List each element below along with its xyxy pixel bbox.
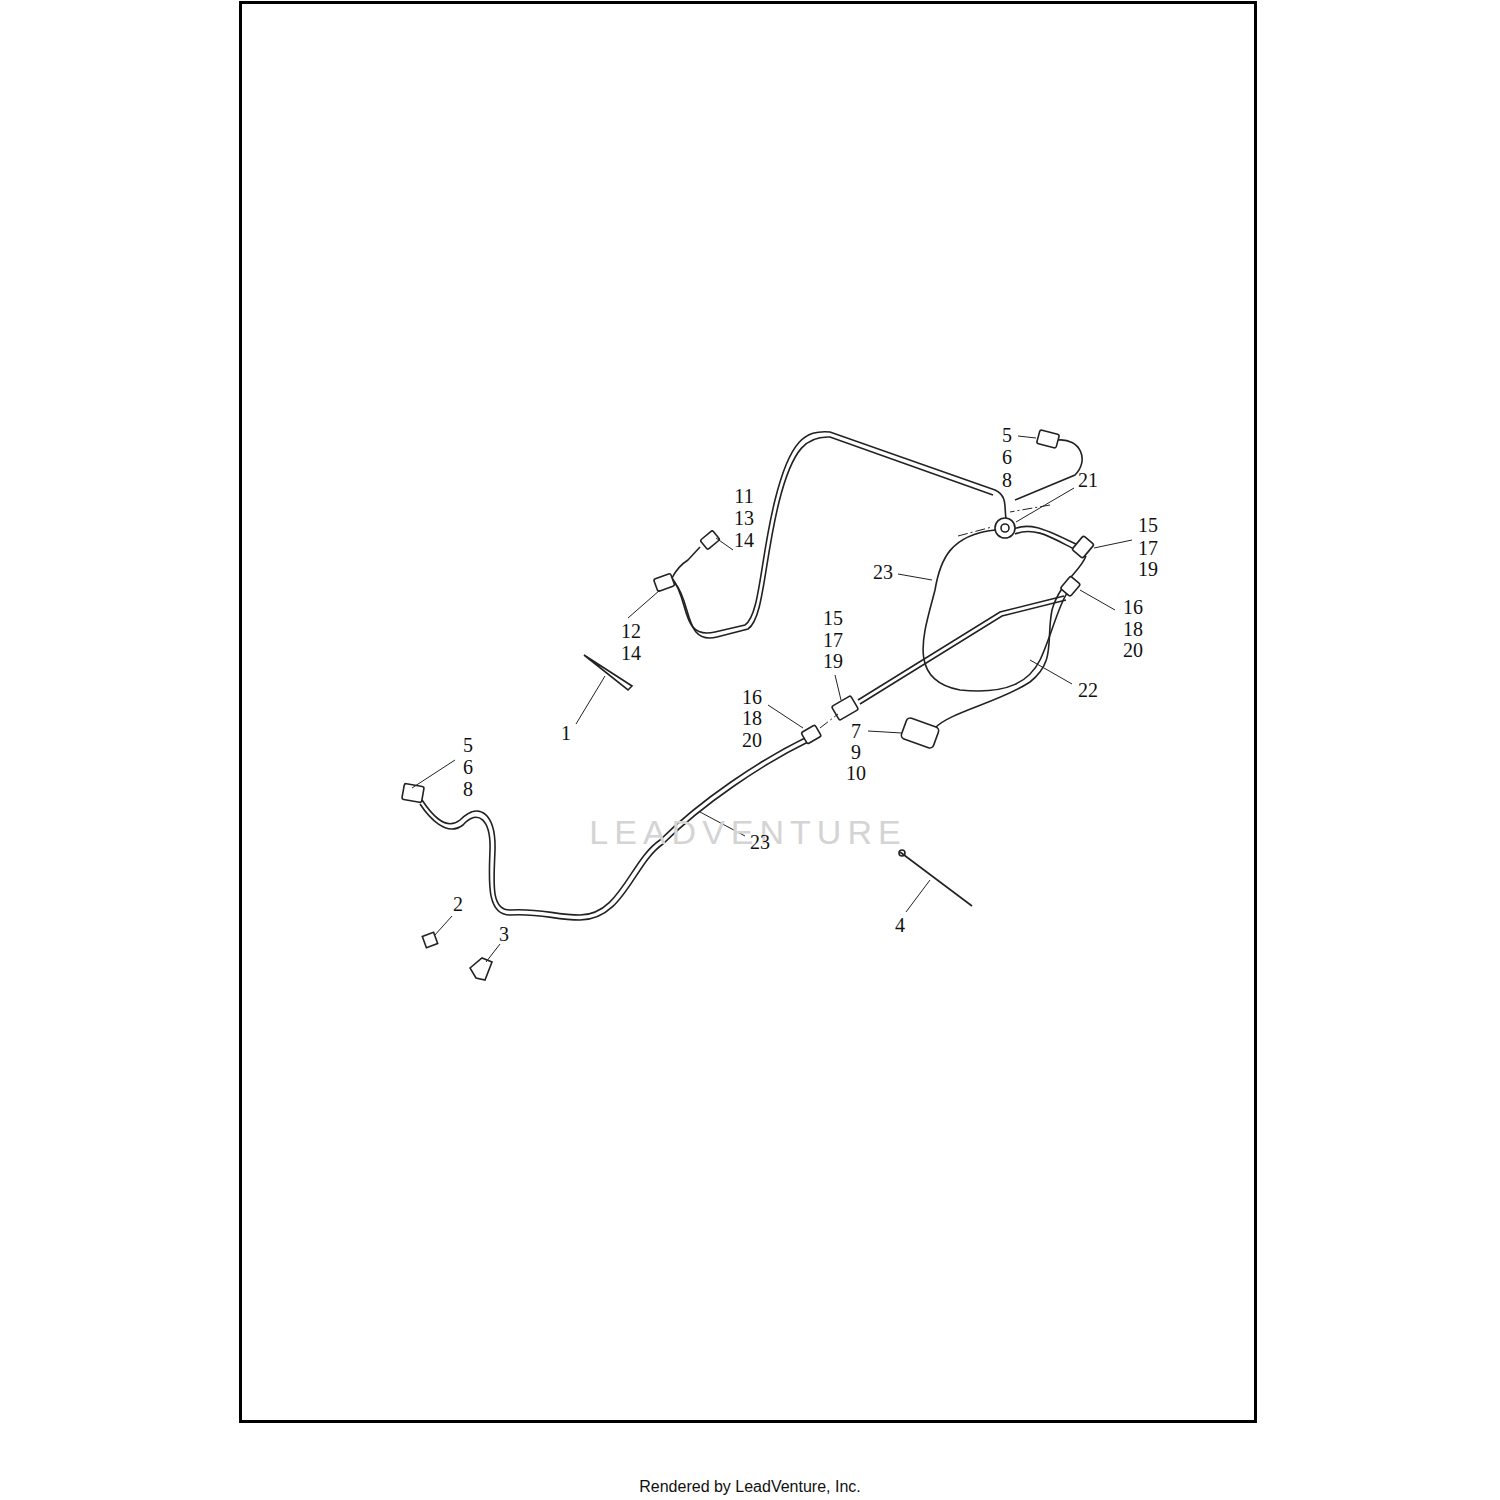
callout-number: 19 (1138, 558, 1158, 580)
callout-number: 3 (499, 923, 509, 945)
callout-number: 9 (851, 741, 861, 763)
callout-number: 6 (1002, 446, 1012, 468)
centre-lines (820, 505, 1050, 728)
watermark: LEADVENTURE (589, 821, 906, 843)
leader-lines (412, 436, 1132, 962)
callout-number: 11 (734, 485, 753, 507)
callout-number: 16 (742, 686, 762, 708)
callout-number: 23 (750, 831, 770, 853)
callout-number: 2 (453, 893, 463, 915)
callout-number: 6 (463, 756, 473, 778)
callout-number: 8 (463, 778, 473, 800)
callout-number: 7 (851, 720, 861, 742)
callout-number: 17 (1138, 537, 1158, 559)
callout-number: 22 (1078, 679, 1098, 701)
callout-number: 18 (1123, 618, 1143, 640)
callout-number: 21 (1078, 469, 1098, 491)
callout-number: 13 (734, 507, 754, 529)
callout-number: 14 (734, 529, 754, 551)
callout-number: 15 (1138, 514, 1158, 536)
callout-number: 17 (823, 629, 843, 651)
connectors (402, 430, 1094, 803)
callout-number: 5 (463, 734, 473, 756)
callout-number: 19 (823, 650, 843, 672)
callout-number: 23 (873, 561, 893, 583)
callout-number: 12 (621, 620, 641, 642)
callout-number: 5 (1002, 424, 1012, 446)
callout-number: 20 (742, 729, 762, 751)
callout-number: 10 (846, 762, 866, 784)
callout-number: 20 (1123, 639, 1143, 661)
callout-number: 16 (1123, 596, 1143, 618)
callout-number: 14 (621, 642, 641, 664)
callout-number: 4 (895, 914, 905, 936)
callout-number: 15 (823, 607, 843, 629)
page-frame (241, 3, 1256, 1422)
callout-number: 1 (561, 722, 571, 744)
callout-number: 18 (742, 707, 762, 729)
loose-parts (422, 655, 972, 980)
caption: Rendered by LeadVenture, Inc. (639, 1478, 861, 1496)
wires (420, 432, 1086, 920)
callout-number: 8 (1002, 469, 1012, 491)
